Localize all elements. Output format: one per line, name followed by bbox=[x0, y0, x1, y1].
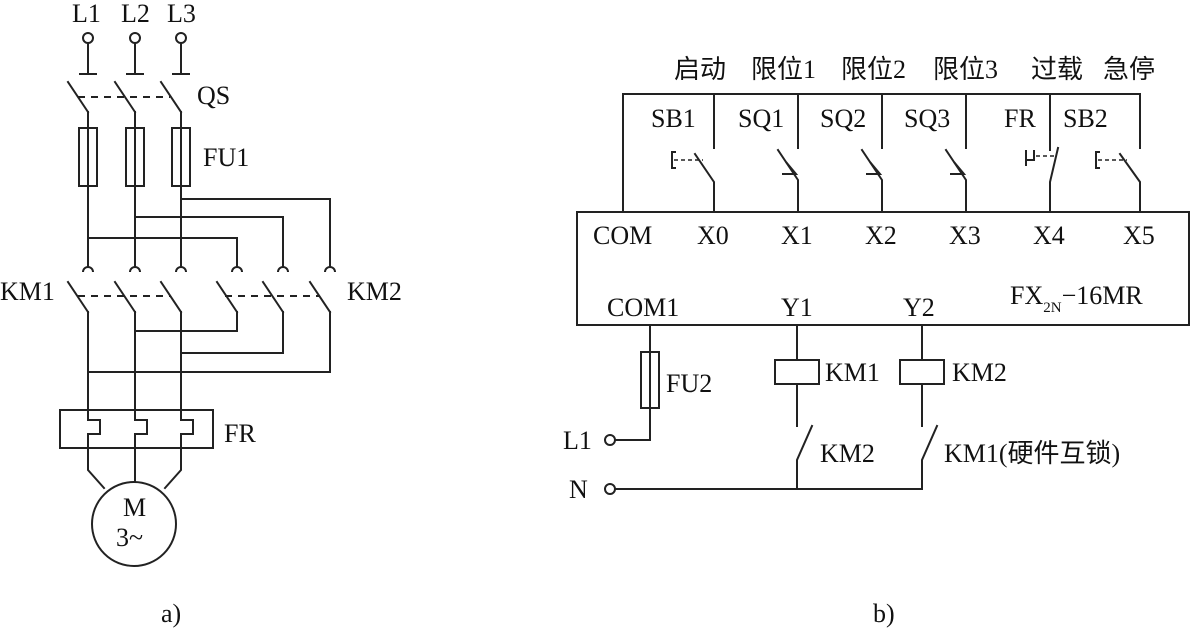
input-device-labels: SB1 SQ1 SQ2 SQ3 FR SB2 bbox=[651, 104, 1108, 133]
fu1-label: FU1 bbox=[203, 143, 249, 172]
supply-n-label: N bbox=[569, 475, 588, 504]
function-limit1: 限位1 bbox=[751, 55, 816, 84]
device-sq3: SQ3 bbox=[904, 104, 950, 133]
caption-a: a) bbox=[161, 599, 181, 628]
y2-branch: KM2 KM1(硬件互锁) bbox=[899, 324, 1120, 490]
terminal-n-supply bbox=[604, 483, 616, 495]
panel-b-plc-wiring: 启动 限位1 限位2 限位3 过载 急停 SB1 SQ1 SQ2 SQ3 FR … bbox=[563, 55, 1190, 628]
sb1-start-button bbox=[671, 134, 715, 213]
cross-l2-to-l3 bbox=[180, 311, 284, 354]
bus-l1-to-km2 bbox=[87, 237, 238, 259]
motor: M 3~ bbox=[87, 447, 182, 567]
caption-b: b) bbox=[873, 599, 895, 628]
terminal-l2 bbox=[129, 32, 141, 44]
plc-input-x3: X3 bbox=[949, 221, 981, 250]
motor-label-m: M bbox=[123, 493, 146, 522]
supply-l1-label: L1 bbox=[563, 426, 592, 455]
plc-input-x1: X1 bbox=[781, 221, 813, 250]
function-start: 启动 bbox=[674, 55, 726, 84]
device-sb1: SB1 bbox=[651, 104, 696, 133]
terminal-l1 bbox=[82, 32, 94, 44]
sq1-limit-switch bbox=[776, 134, 799, 213]
neutral-line: N bbox=[569, 475, 923, 504]
output-common-circuit: FU2 L1 bbox=[563, 324, 712, 455]
fu1-fuses: FU1 bbox=[78, 127, 249, 187]
plc-input-x0: X0 bbox=[697, 221, 729, 250]
device-sb2: SB2 bbox=[1063, 104, 1108, 133]
cross-l1-to-l2 bbox=[134, 311, 238, 332]
phase-label-l2: L2 bbox=[121, 0, 150, 28]
km1-coil bbox=[774, 359, 820, 385]
phase-label-l1: L1 bbox=[72, 0, 101, 28]
km2-coil-label: KM2 bbox=[952, 358, 1007, 387]
km2-coil bbox=[899, 359, 945, 385]
panel-a-power-circuit: L1 L2 L3 QS FU1 bbox=[0, 0, 402, 628]
function-labels: 启动 限位1 限位2 限位3 过载 急停 bbox=[674, 55, 1155, 84]
km2-interlock-label: KM2 bbox=[820, 439, 875, 468]
km2-label: KM2 bbox=[347, 277, 402, 306]
fr-overload-relay: FR bbox=[59, 409, 256, 449]
motor-feed-conductors bbox=[87, 311, 182, 411]
plc-output-y1: Y1 bbox=[781, 293, 813, 322]
device-sq1: SQ1 bbox=[738, 104, 784, 133]
y1-branch: KM1 KM2 bbox=[774, 324, 880, 490]
qs-label: QS bbox=[197, 81, 230, 110]
cross-l3-to-l1 bbox=[87, 311, 331, 373]
sb2-stop-button bbox=[1095, 134, 1141, 213]
fr-overload-contact bbox=[1025, 134, 1060, 213]
fr-label: FR bbox=[224, 419, 256, 448]
fu2-label: FU2 bbox=[666, 369, 712, 398]
function-limit3: 限位3 bbox=[933, 55, 998, 84]
plc-input-x2: X2 bbox=[865, 221, 897, 250]
km1-label: KM1 bbox=[0, 277, 55, 306]
km-contacts: KM1 KM2 bbox=[0, 277, 402, 314]
terminal-l1-supply bbox=[604, 434, 616, 446]
phase-conductors bbox=[87, 185, 182, 259]
sq3-limit-switch bbox=[944, 134, 967, 213]
device-sq2: SQ2 bbox=[820, 104, 866, 133]
plc-input-com: COM bbox=[593, 221, 652, 250]
bus-l3-to-km2 bbox=[180, 198, 331, 259]
sq2-limit-switch bbox=[860, 134, 883, 213]
km1-interlock-label: KM1(硬件互锁) bbox=[944, 439, 1120, 468]
plc-input-x5: X5 bbox=[1123, 221, 1155, 250]
motor-label-phase: 3~ bbox=[116, 523, 143, 552]
phase-label-l3: L3 bbox=[167, 0, 196, 28]
qs-isolator-switch: QS bbox=[66, 42, 230, 129]
plc-model: FX2N−16MR bbox=[1010, 281, 1143, 316]
plc-input-x4: X4 bbox=[1033, 221, 1065, 250]
function-limit2: 限位2 bbox=[841, 55, 906, 84]
terminal-l3 bbox=[175, 32, 187, 44]
input-separators bbox=[713, 93, 1141, 136]
plc-fx2n-16mr: COM X0 X1 X2 X3 X4 X5 COM1 Y1 Y2 FX2N−16… bbox=[576, 211, 1190, 326]
function-estop: 急停 bbox=[1103, 55, 1155, 84]
plc-output-y2: Y2 bbox=[903, 293, 935, 322]
bus-l2-to-km2 bbox=[134, 216, 284, 259]
km1-coil-label: KM1 bbox=[825, 358, 880, 387]
contactor-arcs bbox=[82, 257, 336, 273]
plc-output-com1: COM1 bbox=[607, 293, 679, 322]
device-fr: FR bbox=[1004, 104, 1036, 133]
function-overload: 过载 bbox=[1031, 55, 1083, 84]
